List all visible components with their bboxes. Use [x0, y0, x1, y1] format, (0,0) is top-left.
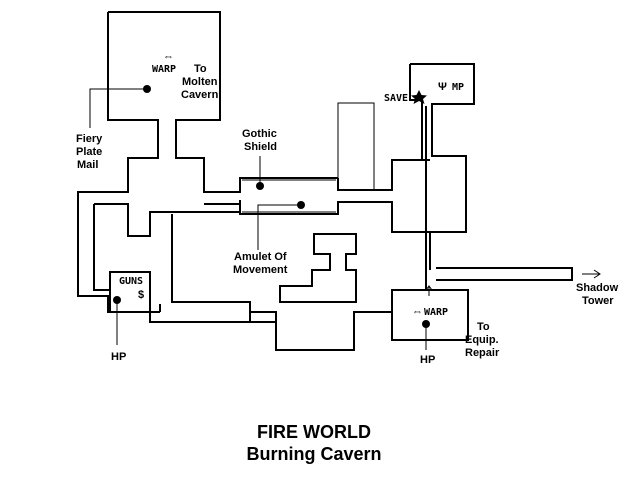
- warp-top-label: WARP: [152, 64, 176, 75]
- to-equip-label-3: Repair: [465, 347, 500, 359]
- lower-corridor: [149, 312, 276, 323]
- lower-middle-room: [171, 214, 469, 351]
- map-title: FIRE WORLD: [257, 422, 371, 442]
- to-molten-label-2: Molten: [182, 76, 218, 88]
- warp-bottom-label: WARP: [424, 307, 448, 318]
- left-inner-corridor: [94, 200, 241, 237]
- hp-left-label: HP: [111, 351, 126, 363]
- fiery-leader-line: [89, 88, 147, 128]
- fiery-label-2: Plate: [76, 146, 102, 158]
- up-arrow-icon: [425, 285, 433, 296]
- molten-room-wall: [108, 11, 338, 193]
- fiery-label-3: Mail: [77, 159, 98, 171]
- lower-inner-room: [279, 233, 357, 303]
- guns-label: GUNS: [119, 276, 143, 287]
- mp-label: MP: [452, 82, 464, 93]
- shadow-label-2: Tower: [582, 295, 614, 307]
- fiery-label-1: Fiery: [76, 133, 103, 145]
- gothic-label-2: Shield: [244, 141, 277, 153]
- amulet-leader-line: [257, 204, 301, 250]
- psi-mp-icon: Ψ: [438, 81, 447, 93]
- to-equip-label-1: To: [477, 321, 490, 333]
- to-molten-label-1: To: [194, 63, 207, 75]
- dollar-icon: $: [138, 289, 144, 301]
- guns-shop-box: [109, 271, 151, 313]
- map-subtitle: Burning Cavern: [246, 444, 382, 464]
- to-molten-label-3: Cavern: [181, 89, 219, 101]
- gothic-label-1: Gothic: [242, 128, 277, 140]
- molten-room-left-wall: [77, 12, 160, 313]
- narrow-room: [337, 102, 375, 191]
- hp-right-label: HP: [420, 354, 435, 366]
- gothic-corridor-top: [239, 159, 430, 192]
- star-save-icon: [411, 90, 427, 104]
- to-equip-label-2: Equip.: [465, 334, 499, 346]
- shadow-tower-arrow[interactable]: [582, 269, 601, 279]
- shadow-label-1: Shadow: [576, 282, 619, 294]
- warp-arrows-icon: ⇔: [163, 51, 174, 63]
- save-label: SAVE: [384, 93, 408, 104]
- gothic-inner: [242, 179, 336, 213]
- amulet-label-1: Amulet Of: [234, 251, 287, 263]
- gothic-corridor-bottom: [204, 201, 431, 270]
- shadow-corridor: [436, 267, 573, 281]
- amulet-label-2: Movement: [233, 264, 288, 276]
- warp-bottom-arrows-icon: ⇔: [412, 306, 423, 318]
- save-mp-room: [410, 63, 475, 233]
